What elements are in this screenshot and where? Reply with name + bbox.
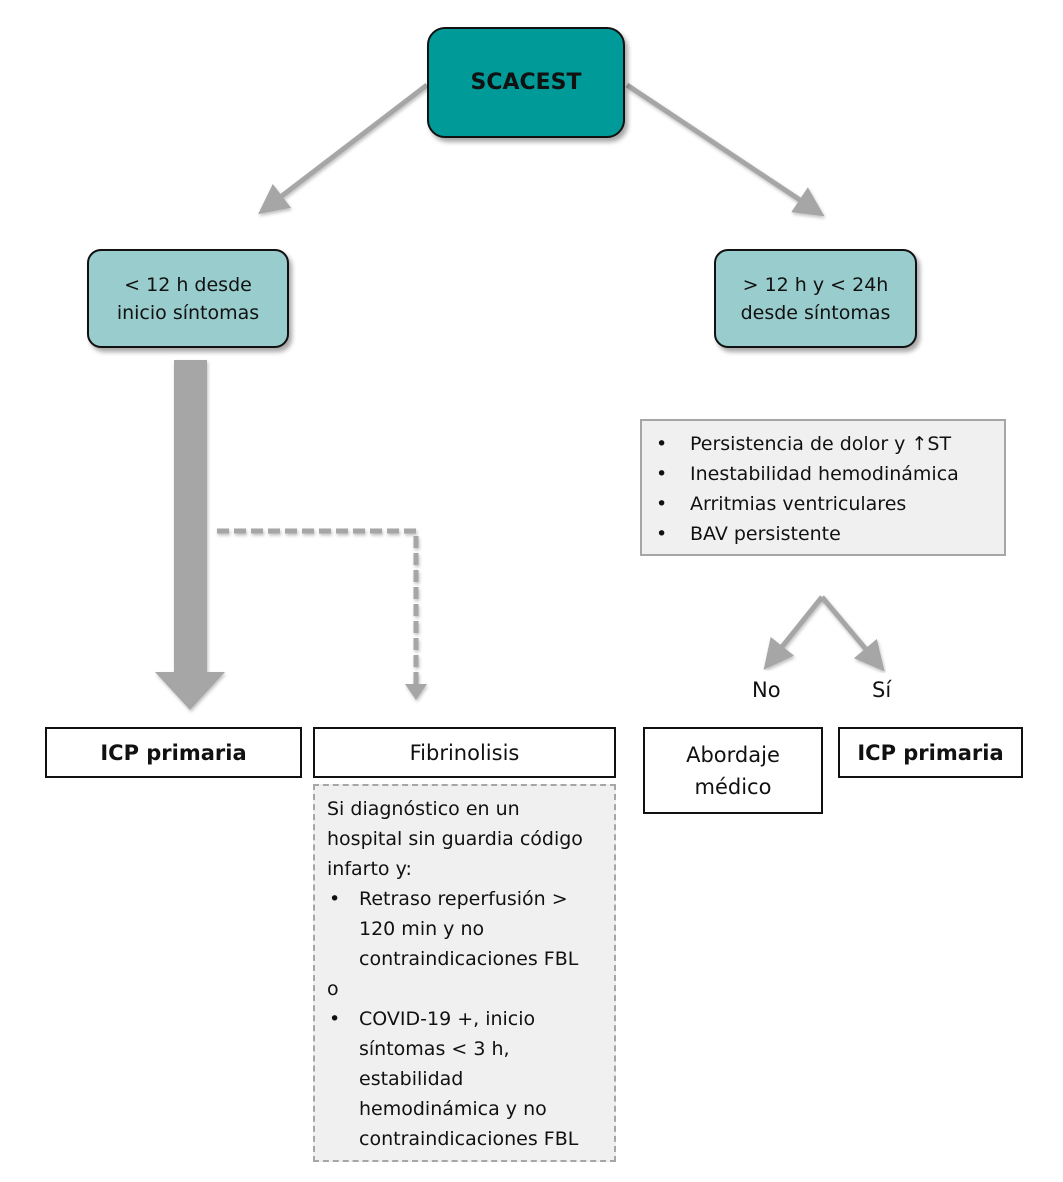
node-12-24h: > 12 h y < 24h desde síntomas — [714, 249, 917, 348]
arrow-root-to-right — [625, 82, 825, 217]
outcome-abordaje-medico: Abordaje médico — [643, 727, 823, 814]
arrow-fork-no — [763, 595, 824, 670]
node-12-24h-line2: desde síntomas — [740, 301, 891, 324]
outcome-icp-primaria-right: ICP primaria — [838, 727, 1023, 778]
arrow-root-to-left — [258, 83, 429, 215]
bullet-icon: • — [329, 888, 341, 910]
decision-no-label: No — [752, 678, 781, 702]
node-less-12h-line2: inicio síntomas — [116, 301, 260, 324]
outcome-fibrinolisis: Fibrinolisis — [313, 727, 616, 778]
conditions-connector: o — [327, 978, 339, 1000]
bullet-icon: • — [656, 523, 668, 545]
node-scacest-label: SCACEST — [470, 70, 582, 95]
bullet-icon: • — [656, 493, 668, 515]
arrow-fork-yes — [820, 595, 885, 672]
decision-yes-label: Sí — [872, 678, 892, 702]
bullet-icon: • — [656, 463, 668, 485]
criteria-item: •BAV persistente — [652, 519, 1004, 549]
node-less-12h-line1: < 12 h desde — [124, 273, 252, 296]
criteria-item: •Persistencia de dolor y ↑ST — [652, 429, 1004, 459]
arrow-dashed-to-fibrinolisis — [217, 528, 427, 700]
node-less-12h: < 12 h desde inicio síntomas — [87, 249, 289, 348]
criteria-item: •Arritmias ventriculares — [652, 489, 1004, 519]
bullet-icon: • — [329, 1008, 341, 1030]
outcome-icp-primaria-left: ICP primaria — [45, 727, 302, 778]
arrow-left-to-icp — [155, 360, 225, 710]
condition-item: • Retraso reperfusión > 120 min y no con… — [327, 884, 604, 974]
fibrinolisis-conditions-box: Si diagnóstico en un hospital sin guardi… — [313, 784, 616, 1162]
node-scacest: SCACEST — [427, 27, 625, 138]
bullet-icon: • — [656, 433, 668, 455]
condition-item: • COVID-19 +, inicio síntomas < 3 h, est… — [327, 1004, 604, 1154]
criteria-item: •Inestabilidad hemodinámica — [652, 459, 1004, 489]
criteria-box: •Persistencia de dolor y ↑ST •Inestabili… — [640, 419, 1006, 556]
conditions-intro: Si diagnóstico en un hospital sin guardi… — [327, 798, 583, 880]
node-12-24h-line1: > 12 h y < 24h — [742, 273, 889, 296]
